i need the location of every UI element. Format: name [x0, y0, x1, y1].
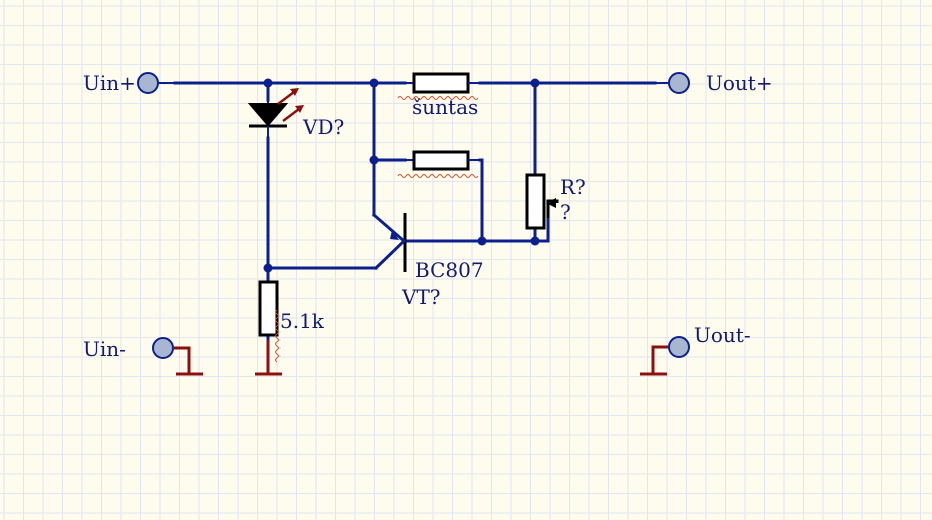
- port-uout-minus[interactable]: [640, 336, 690, 376]
- mid-resistor[interactable]: [397, 150, 480, 178]
- junction-dot: [530, 78, 540, 88]
- junction-dot: [369, 155, 379, 165]
- shunt-resistor[interactable]: [405, 72, 480, 94]
- junctions: [263, 78, 540, 273]
- led-designator: VD?: [302, 115, 344, 139]
- junction-dot: [263, 263, 273, 273]
- transistor-base-lead: [373, 238, 407, 271]
- port-terminal-icon[interactable]: [137, 72, 159, 94]
- wires: [173, 81, 657, 375]
- potentiometer-body: [525, 173, 546, 230]
- junction-dot: [530, 236, 540, 246]
- ground-stub: [651, 345, 668, 374]
- shunt-name: šuntas: [412, 95, 478, 119]
- resistor-body: [412, 72, 470, 94]
- pot-designator: R?: [560, 175, 586, 199]
- junction-dot: [263, 78, 273, 88]
- ground-symbol-main: [255, 340, 282, 376]
- transistor-model: BC807: [415, 258, 484, 282]
- transistor-emitter-lead: [371, 212, 407, 244]
- port-terminal-icon[interactable]: [152, 337, 174, 359]
- light-arrowhead-icon: [290, 88, 299, 96]
- spellcheck-underline: [397, 174, 479, 178]
- port-label-uin-minus: Uin-: [83, 337, 126, 361]
- potentiometer[interactable]: [525, 173, 559, 230]
- port-uin-plus[interactable]: [137, 72, 175, 94]
- port-uout-plus[interactable]: [655, 72, 690, 94]
- resistor-body: [412, 150, 470, 171]
- base-resistor[interactable]: [258, 280, 279, 363]
- spellcheck-underline: [397, 96, 479, 100]
- transistor-designator: VT?: [401, 285, 441, 309]
- led-triangle-icon: [247, 103, 289, 127]
- port-uin-minus[interactable]: [152, 337, 203, 376]
- port-label-uin-plus: Uin+: [83, 71, 136, 95]
- transistor-arrow-icon: [390, 230, 399, 240]
- light-arrow-icon: [282, 108, 300, 122]
- light-arrowhead-icon: [295, 105, 304, 113]
- ground-stub: [174, 346, 191, 374]
- led-diode[interactable]: [247, 88, 304, 138]
- pot-value: ?: [560, 200, 571, 224]
- port-label-uout-minus: Uout-: [694, 323, 751, 347]
- port-terminal-icon[interactable]: [668, 72, 690, 94]
- base-resistor-value: 5.1k: [280, 309, 325, 333]
- spellcheck-underline: [275, 309, 279, 363]
- junction-dot: [369, 78, 379, 88]
- resistor-body: [258, 280, 279, 337]
- wiper-arrowhead-icon: [546, 198, 556, 208]
- light-arrow-icon: [277, 91, 295, 105]
- port-label-uout-plus: Uout+: [706, 71, 773, 95]
- pnp-transistor[interactable]: [371, 212, 407, 272]
- port-terminal-icon[interactable]: [668, 336, 690, 358]
- junction-dot: [477, 236, 487, 246]
